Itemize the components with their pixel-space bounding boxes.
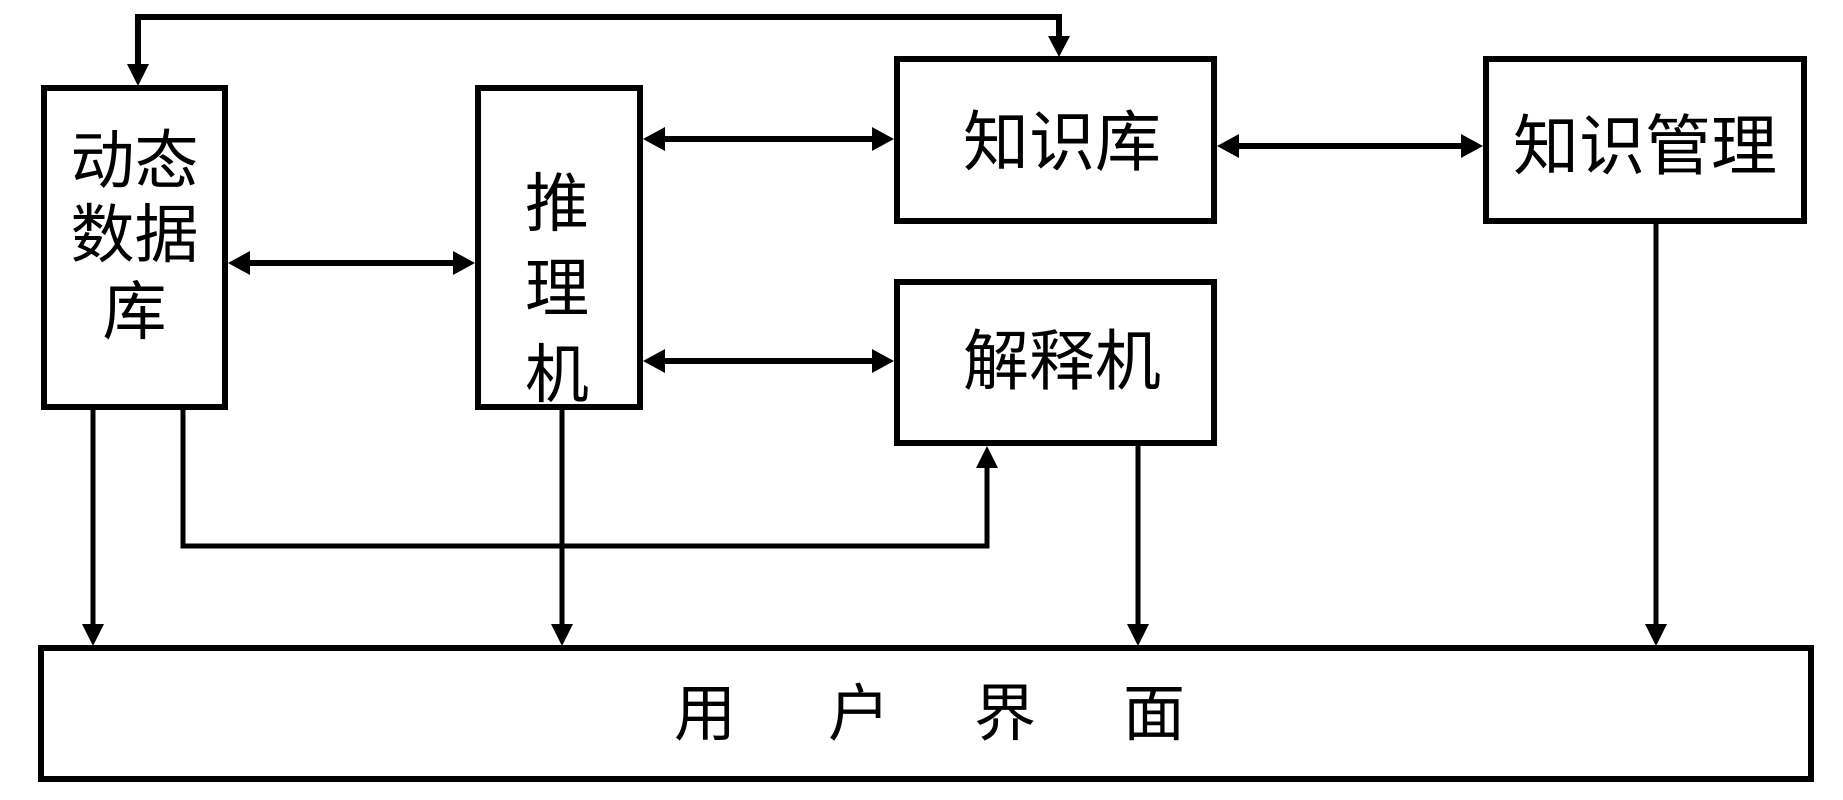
arrowhead-right-into-inference bbox=[453, 251, 475, 275]
edge-db-explainer-line bbox=[180, 410, 990, 549]
dynamic-db-label-line3: 库 bbox=[103, 276, 167, 350]
inference-label-line1: 推 bbox=[525, 168, 589, 242]
knowledge-management-label: 知识管理 bbox=[1513, 108, 1777, 185]
explainer-label: 解释机 bbox=[963, 323, 1161, 400]
node-explainer: 解释机 bbox=[894, 279, 1217, 446]
arrowhead-up-into-explainer bbox=[976, 446, 998, 468]
edge-dynamic-db-knowledge-base bbox=[127, 14, 1070, 86]
edge-dynamic-db-inference bbox=[228, 251, 475, 275]
inference-engine-box bbox=[475, 85, 643, 410]
arrowhead-left-into-dynamic-db bbox=[228, 251, 250, 275]
edge-top-loop-line bbox=[135, 14, 1062, 66]
edge-knowledge-base-knowledge-management bbox=[1217, 134, 1483, 158]
edge-dynamic-db-explainer bbox=[180, 410, 998, 549]
arrowhead-down-into-ui-from-km bbox=[1645, 624, 1667, 646]
arrowhead-right-into-explainer bbox=[872, 349, 894, 373]
arrowhead-left-into-inference-top bbox=[643, 127, 665, 151]
arrowhead-down-into-dynamic-db bbox=[127, 64, 149, 86]
edge-inference-knowledge-base bbox=[643, 127, 894, 151]
user-interface-char-2: 户 bbox=[828, 677, 890, 750]
edge-dynamic-db-user-interface bbox=[82, 410, 104, 646]
user-interface-box bbox=[38, 645, 1814, 782]
arrowhead-down-into-ui-from-explainer bbox=[1127, 624, 1149, 646]
inference-label-line2: 理 bbox=[525, 253, 589, 327]
user-interface-char-3: 界 bbox=[974, 677, 1036, 750]
node-knowledge-base: 知识库 bbox=[894, 56, 1217, 224]
node-inference-engine: 推 理 机 bbox=[475, 85, 643, 413]
dynamic-db-box bbox=[41, 85, 228, 410]
explainer-box bbox=[894, 279, 1217, 446]
knowledge-base-label: 知识库 bbox=[963, 104, 1161, 181]
node-knowledge-management: 知识管理 bbox=[1483, 56, 1807, 224]
arrowhead-down-into-ui-from-db bbox=[82, 624, 104, 646]
arrowhead-right-into-knowledge-management bbox=[1461, 134, 1483, 158]
edge-explainer-user-interface bbox=[1127, 446, 1149, 646]
arrowhead-left-into-knowledge-base bbox=[1217, 134, 1239, 158]
dynamic-db-label-line1: 动态 bbox=[71, 125, 199, 199]
inference-label-line3: 机 bbox=[525, 339, 589, 413]
arrowhead-down-into-ui-from-inference bbox=[551, 624, 573, 646]
node-dynamic-db: 动态 数据 库 bbox=[41, 85, 228, 410]
edge-knowledge-management-user-interface bbox=[1645, 224, 1667, 646]
node-user-interface: 用 户 界 面 bbox=[38, 645, 1814, 782]
edge-inference-user-interface bbox=[551, 410, 573, 646]
arrowhead-down-into-knowledge-base bbox=[1048, 36, 1070, 57]
user-interface-char-4: 面 bbox=[1123, 677, 1185, 750]
arrowhead-right-into-knowledge-base bbox=[872, 127, 894, 151]
knowledge-management-box bbox=[1483, 56, 1807, 224]
knowledge-base-box bbox=[894, 56, 1217, 224]
edge-inference-explainer bbox=[643, 349, 894, 373]
dynamic-db-label-line2: 数据 bbox=[71, 199, 199, 273]
arrowhead-left-into-inference-bottom bbox=[643, 349, 665, 373]
user-interface-char-1: 用 bbox=[674, 677, 736, 750]
